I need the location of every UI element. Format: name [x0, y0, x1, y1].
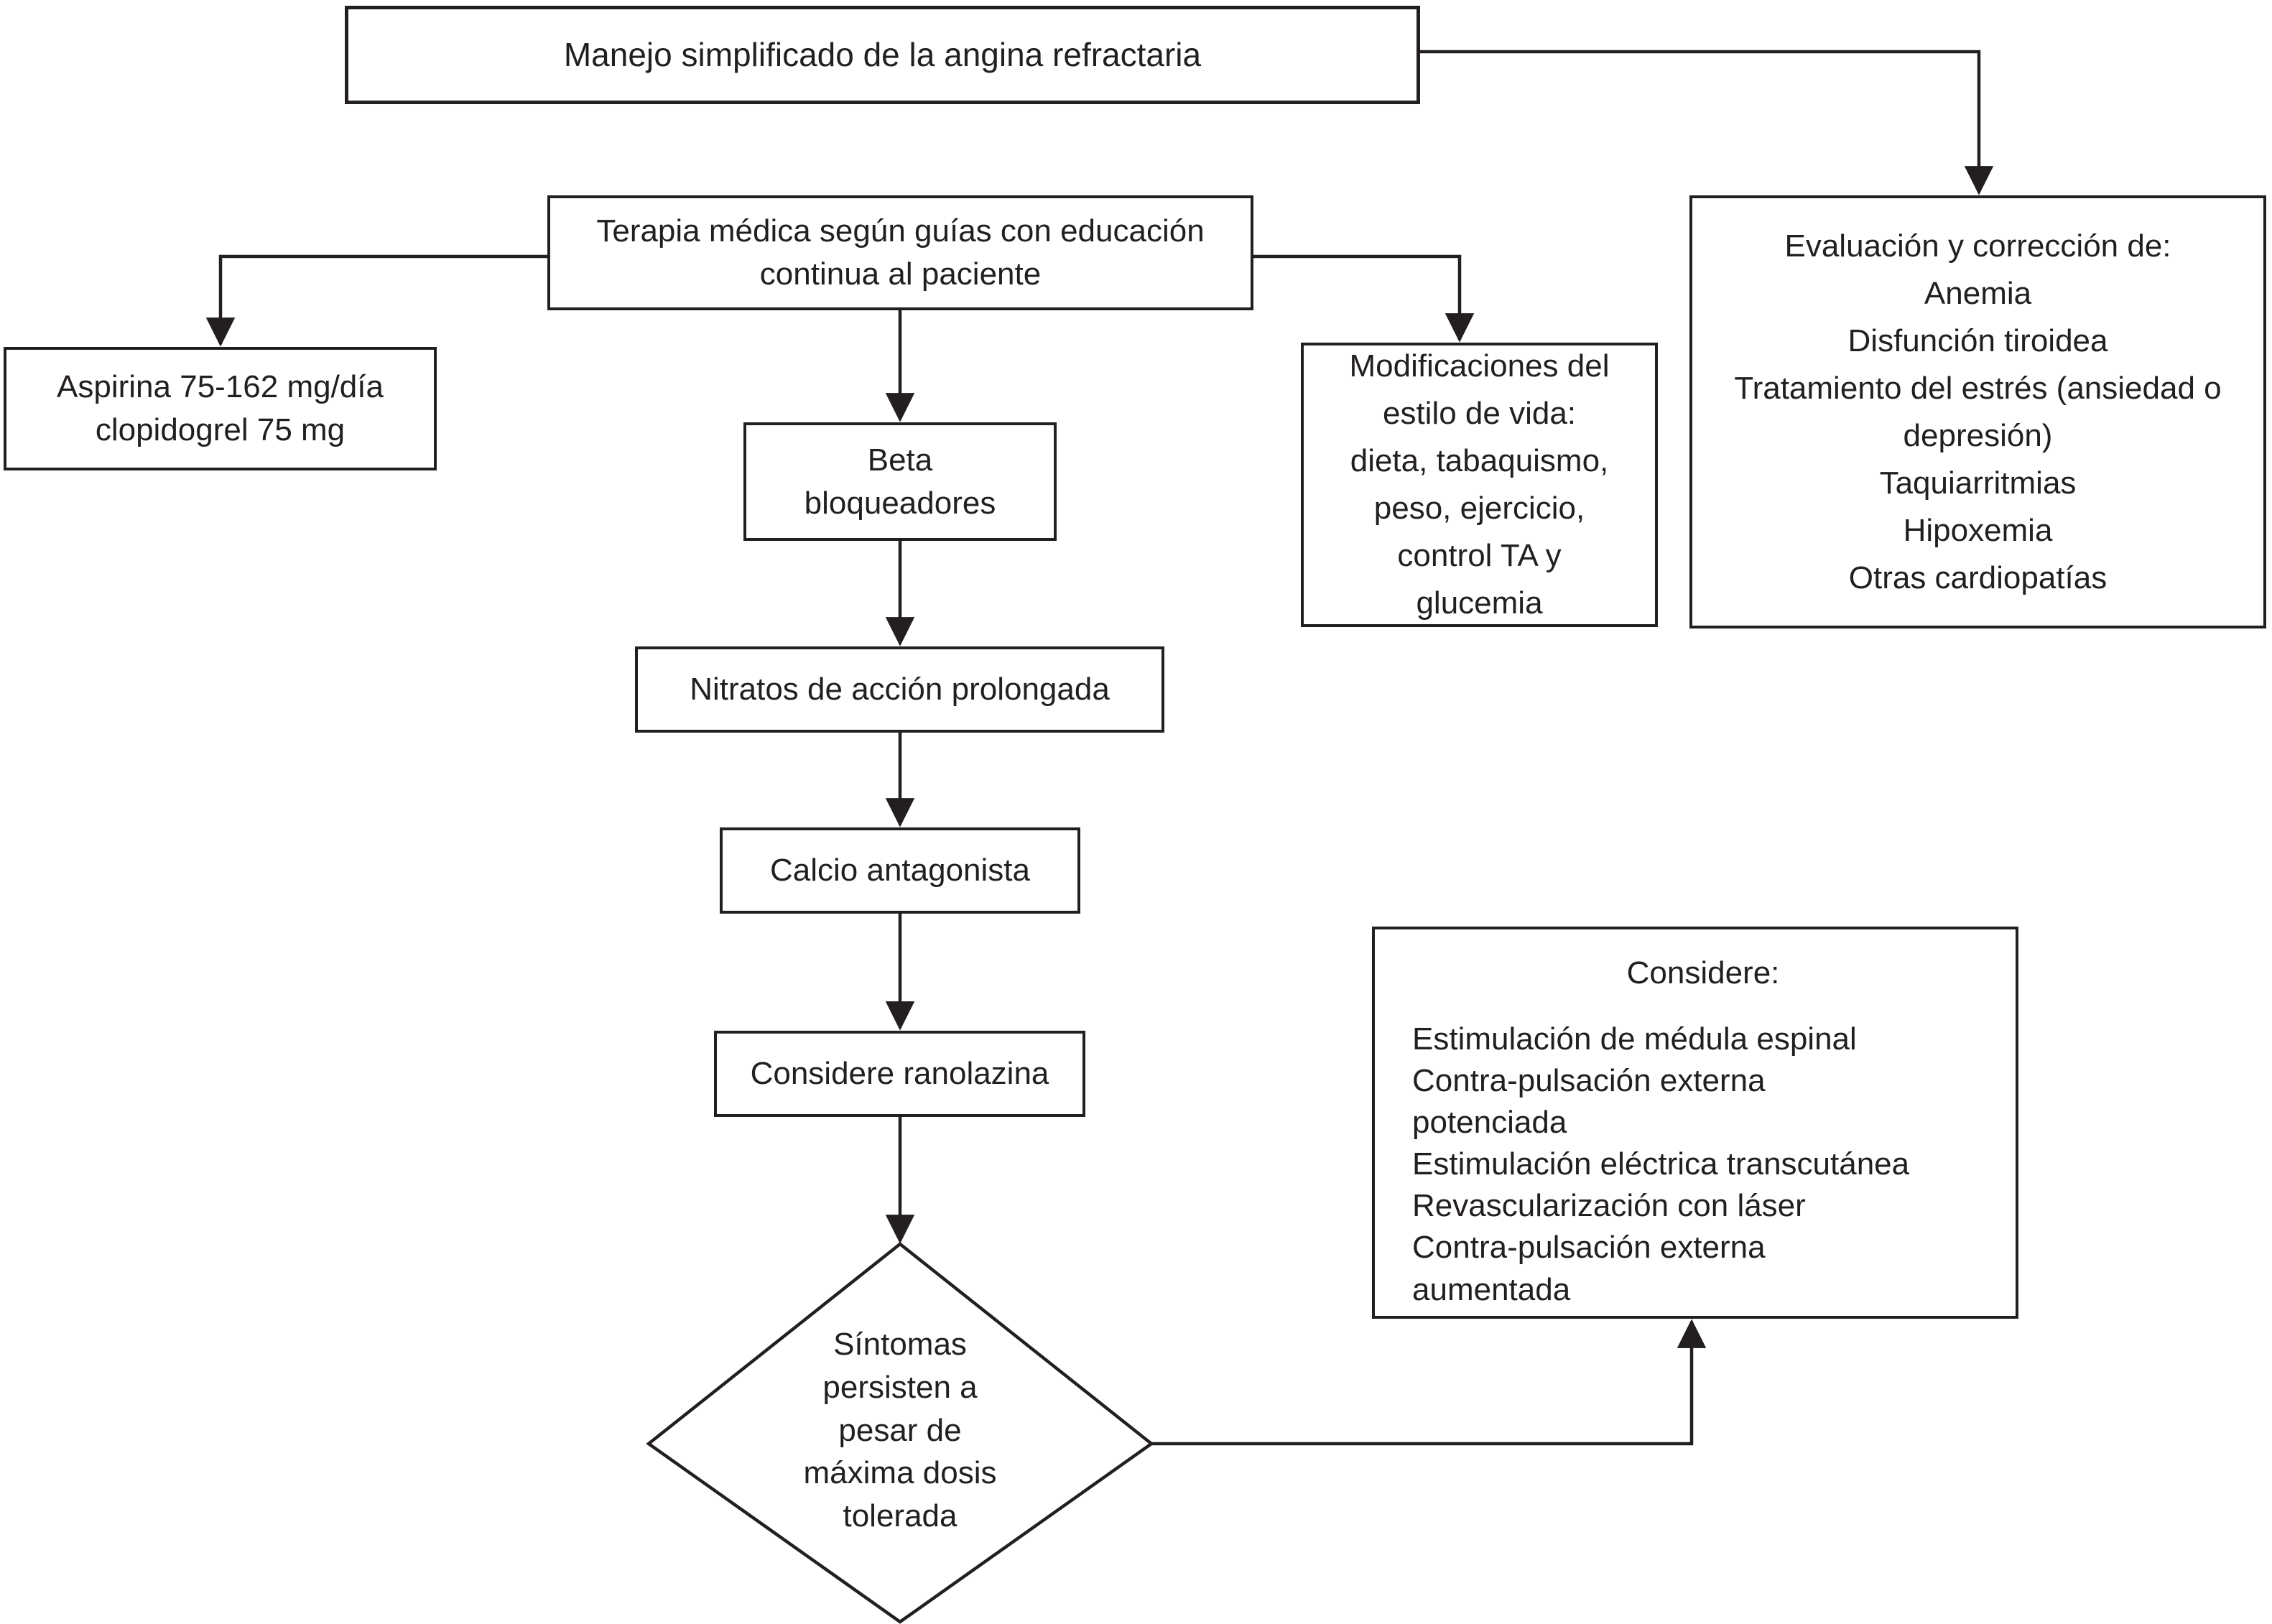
arrow-diamond-to-considere	[1151, 1319, 1707, 1446]
diamond-label: Síntomas persisten a pesar de máxima dosis t…	[749, 1323, 1051, 1538]
considere-box: Considere: Estimulación de médula espina…	[1372, 927, 2018, 1319]
text-line: glucemia	[1416, 585, 1543, 621]
text-line: persisten a	[822, 1369, 978, 1405]
arrow-title-to-evaluacion	[1420, 50, 1994, 195]
title-text: Manejo simplificado de la angina refract…	[563, 36, 1202, 74]
text-line: Hipoxemia	[1903, 512, 2053, 548]
text-line: tolerada	[843, 1498, 958, 1534]
nitratos-label: Nitratos de acción prolongada	[690, 672, 1110, 707]
nitratos-box: Nitratos de acción prolongada	[635, 646, 1164, 733]
decision-diamond	[646, 1242, 1154, 1624]
text-line: Disfunción tiroidea	[1847, 323, 2108, 358]
beta-box: Beta bloqueadores	[743, 422, 1057, 541]
text-line: control TA y	[1397, 538, 1562, 573]
text-line: máxima dosis	[803, 1455, 997, 1491]
terapia-box: Terapia médica según guías con educación…	[547, 195, 1253, 310]
text-line: Beta	[867, 442, 933, 478]
text-line: Terapia médica según guías con educación	[596, 213, 1205, 249]
ranolazina-box: Considere ranolazina	[714, 1031, 1085, 1117]
calcio-label: Calcio antagonista	[769, 853, 1030, 888]
text-line: potenciada	[1412, 1105, 1567, 1141]
text-line: Estimulación eléctrica transcutánea	[1412, 1146, 1910, 1182]
text-line: Tratamiento del estrés (ansiedad o	[1734, 370, 2222, 406]
arrow-terapia-to-aspirina	[205, 254, 547, 347]
text-line: Taquiarritmias	[1879, 465, 2077, 501]
text-line: estilo de vida:	[1382, 396, 1577, 431]
text-line: Estimulación de médula espinal	[1412, 1021, 1857, 1057]
text-line: pesar de	[838, 1412, 962, 1448]
text-line: depresión)	[1903, 417, 2053, 453]
text-line: aumentada	[1412, 1271, 1571, 1307]
text-line: Otras cardiopatías	[1848, 560, 2108, 595]
text-line: Evaluación y corrección de:	[1784, 228, 2171, 264]
text-line: continua al paciente	[759, 256, 1042, 292]
text-line: Aspirina 75-162 mg/día	[57, 369, 384, 405]
text-line: clopidogrel 75 mg	[95, 412, 346, 447]
text-line: Síntomas	[833, 1327, 967, 1362]
modificaciones-box: Modificaciones del estilo de vida: dieta, …	[1301, 343, 1658, 627]
ranolazina-label: Considere ranolazina	[750, 1056, 1049, 1092]
text-line: Modificaciones del	[1349, 348, 1610, 384]
text-line: Revascularización con láser	[1412, 1188, 1806, 1224]
text-line: peso, ejercicio,	[1373, 491, 1585, 526]
aspirina-box: Aspirina 75-162 mg/día clopidogrel 75 mg	[4, 347, 437, 470]
text-line: bloqueadores	[804, 485, 996, 521]
arrow-terapia-to-modificaciones	[1253, 254, 1475, 343]
text-line: Anemia	[1924, 275, 2032, 311]
text-line: Contra-pulsación externa	[1412, 1063, 1766, 1099]
considere-heading: Considere:	[1626, 955, 1780, 990]
text-line: Contra-pulsación externa	[1412, 1230, 1766, 1266]
calcio-box: Calcio antagonista	[720, 827, 1080, 914]
text-line: dieta, tabaquismo,	[1350, 443, 1609, 478]
title-box: Manejo simplificado de la angina refract…	[345, 6, 1420, 104]
